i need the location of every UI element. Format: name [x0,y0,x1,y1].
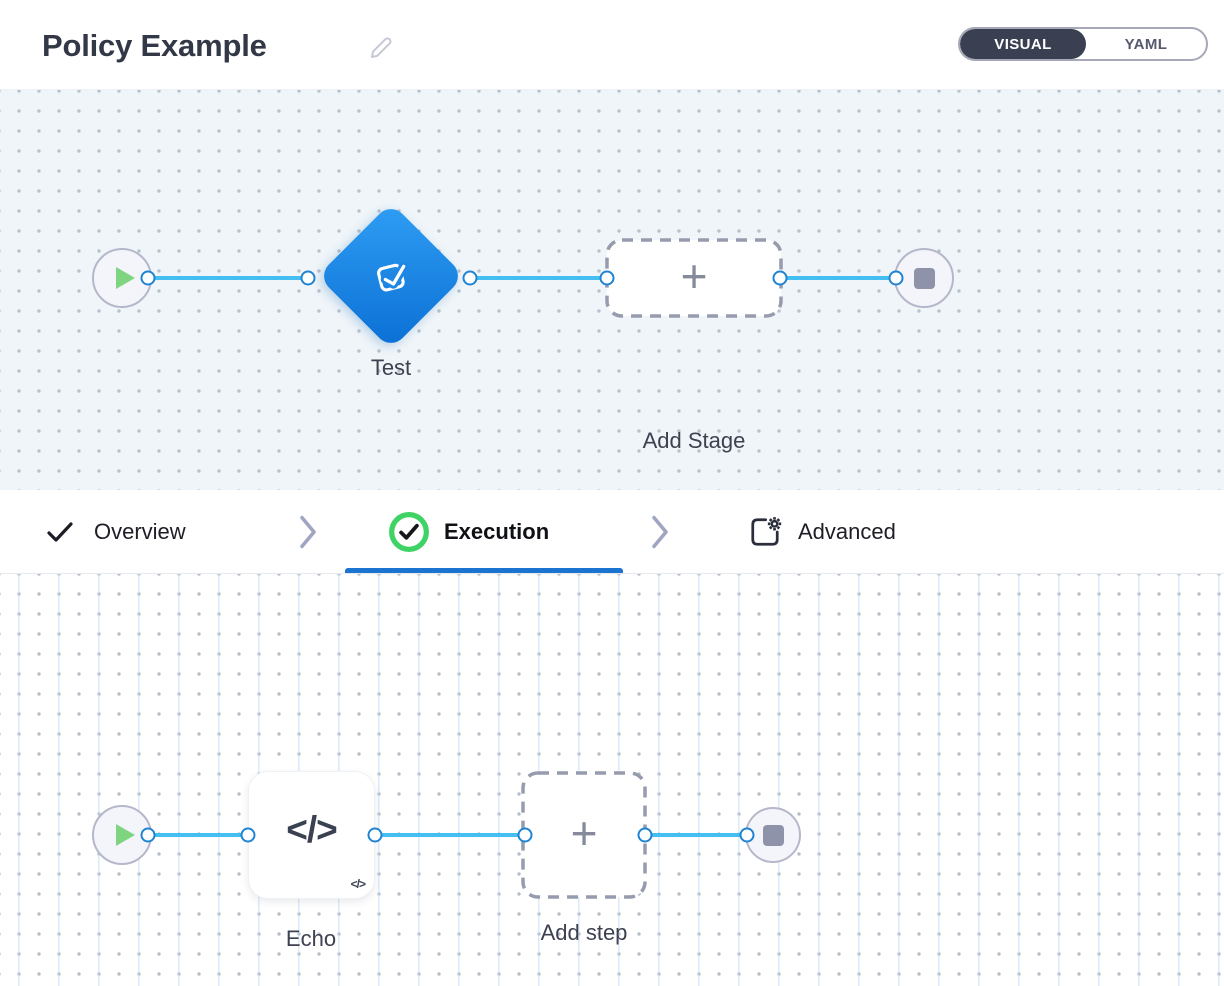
port-addstage-in[interactable] [599,270,615,286]
tab-overview[interactable]: Overview [44,490,186,573]
stop-icon [913,267,935,289]
plus-icon: + [570,807,598,859]
port-end-in[interactable] [888,270,904,286]
chevron-right-icon [648,509,672,560]
add-stage-label: Add Stage [642,428,746,453]
port-start-out[interactable] [140,827,156,843]
active-tab-underline [345,568,623,573]
port-addstep-out[interactable] [637,827,653,843]
add-step-label: Add step [540,920,628,945]
add-stage-button[interactable]: + [605,238,783,318]
panel-gear-icon [748,515,782,549]
port-stage-in[interactable] [300,270,316,286]
tab-execution-label: Execution [444,518,550,544]
check-icon [44,517,76,547]
pencil-icon [371,37,392,58]
port-step-in[interactable] [240,827,256,843]
step-node-echo[interactable]: </> </> [248,771,375,899]
tab-execution[interactable]: Execution [388,490,549,573]
play-icon [115,267,135,289]
port-addstep-in[interactable] [517,827,533,843]
port-step-out[interactable] [367,827,383,843]
visual-yaml-toggle: VISUAL YAML [958,27,1208,61]
edge-addstage-to-end [780,276,896,280]
edge-addstep-to-end [645,833,747,837]
port-start-out[interactable] [140,270,156,286]
toggle-visual[interactable]: VISUAL [960,29,1086,59]
stage-canvas[interactable]: Test + Add Stage [0,90,1224,490]
header: Policy Example VISUAL YAML [0,0,1224,90]
play-icon [115,824,135,846]
check-circle-icon [388,511,430,553]
add-step-button[interactable]: + [521,771,647,899]
code-icon: </> [286,809,337,850]
port-end-in[interactable] [739,827,755,843]
port-addstage-out[interactable] [772,270,788,286]
chevron-right-icon [296,509,320,560]
port-stage-out[interactable] [462,270,478,286]
tab-advanced[interactable]: Advanced [748,490,896,573]
toggle-yaml[interactable]: YAML [1124,35,1168,53]
edge-start-to-step [148,833,248,837]
stop-icon [762,824,784,846]
tab-overview-label: Overview [94,518,186,544]
page-title: Policy Example [42,28,267,63]
code-badge-icon: </> [350,877,366,891]
stage-config-tabbar: Overview Execution [0,490,1224,574]
execution-step-canvas[interactable]: </> </> Echo + Add step [0,574,1224,986]
stage-node-test[interactable] [317,202,465,350]
plus-icon: + [680,250,708,302]
edit-title-button[interactable] [366,33,396,63]
approval-check-icon [377,261,409,292]
step-label: Echo [285,926,337,951]
stage-label: Test [370,355,412,380]
tab-advanced-label: Advanced [798,518,896,544]
edge-stage-to-addstage [470,276,607,280]
edge-step-to-addstep [375,833,525,837]
pipeline-end-node[interactable] [894,248,954,308]
edge-start-to-stage [148,276,308,280]
